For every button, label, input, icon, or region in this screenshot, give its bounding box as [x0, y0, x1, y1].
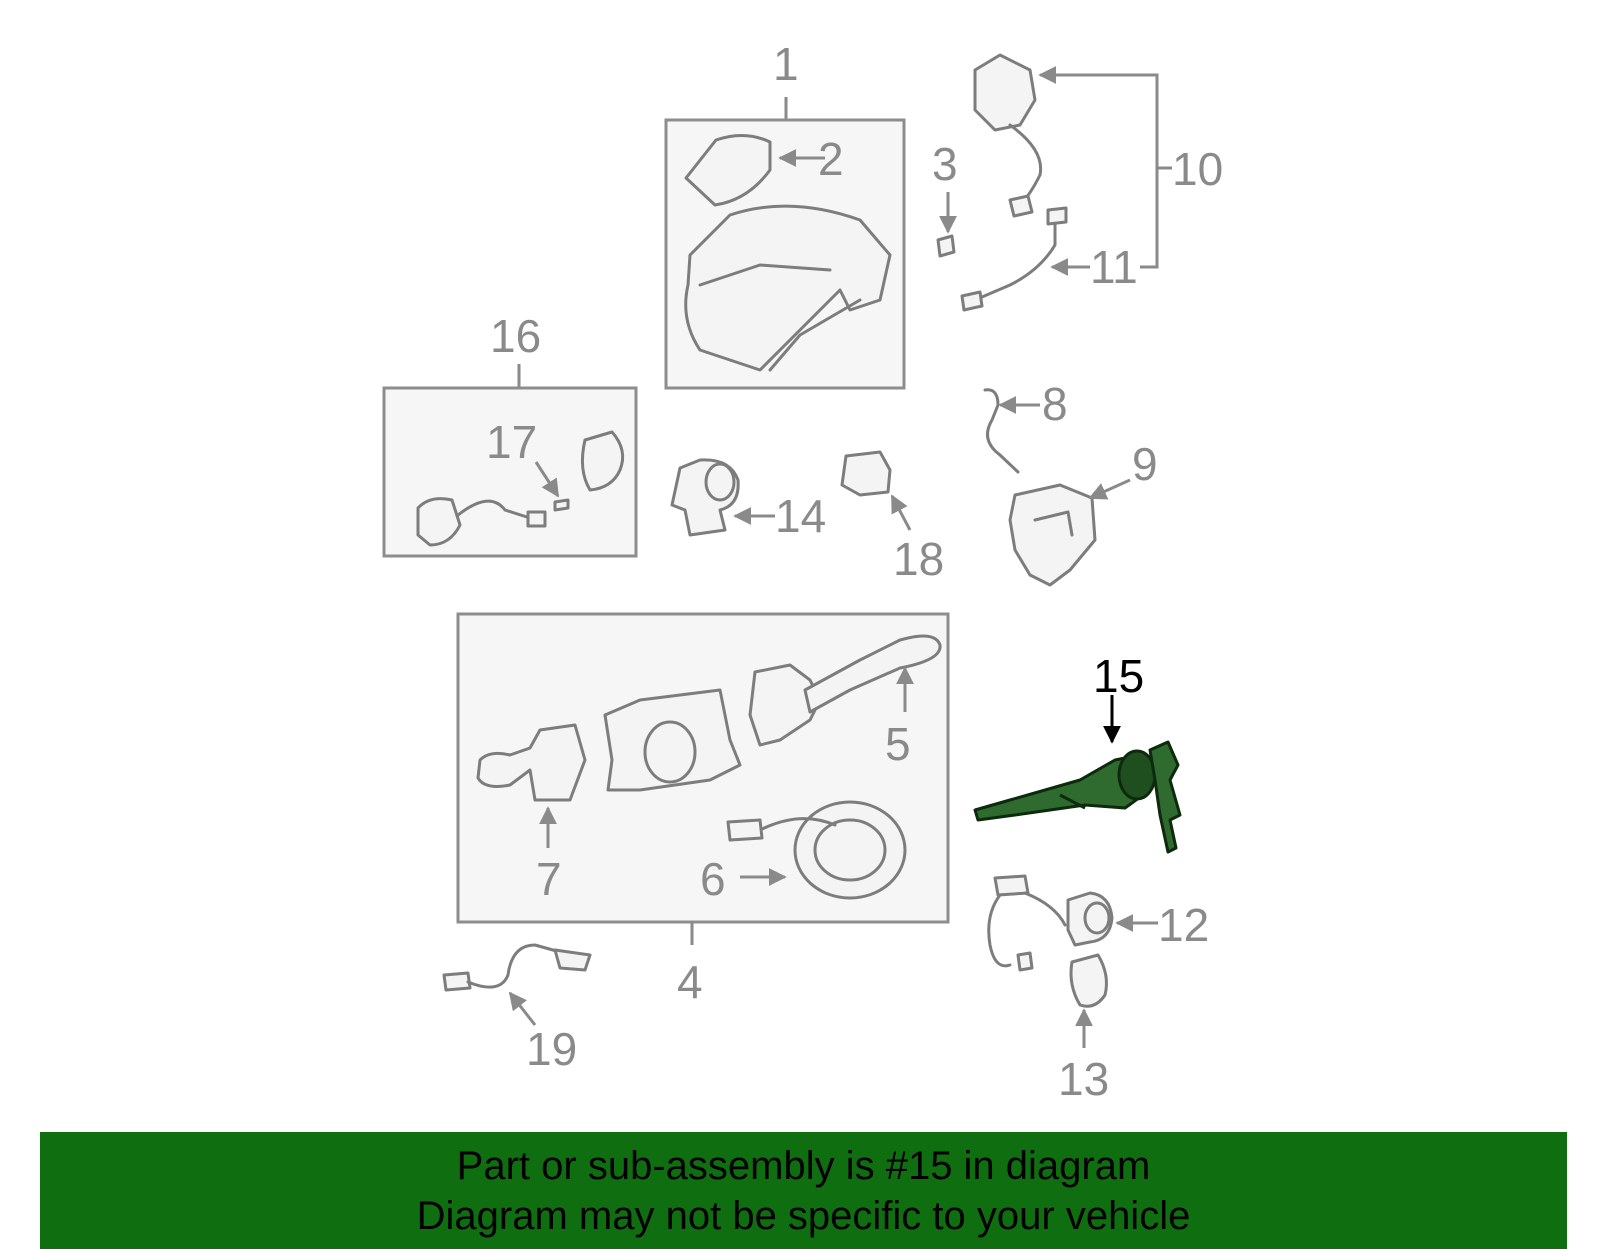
callout-13: 13 [1058, 1053, 1109, 1105]
part-18-group [840, 450, 912, 531]
combination-switch-group [456, 612, 950, 945]
part-19-connector [442, 971, 472, 992]
part-16-wire [456, 499, 532, 520]
part-7-switch [476, 723, 587, 802]
callout-11: 11 [1090, 241, 1138, 293]
part-12-wire [987, 891, 1067, 968]
part-10-wire [1008, 123, 1043, 207]
part-9-lock [1008, 483, 1097, 587]
part-12-connector [993, 874, 1030, 897]
part-12-13-group [987, 874, 1158, 1048]
part-8-9-group [983, 388, 1131, 587]
part-19-group [442, 943, 592, 1026]
callout-2: 2 [818, 133, 844, 185]
callout-1: 1 [773, 38, 799, 90]
part-5-switch-body [748, 663, 822, 747]
part-16-group [382, 364, 638, 558]
part-15-cylinder-face [1117, 749, 1157, 801]
part-9-detail [1033, 510, 1074, 537]
leader-17 [534, 461, 560, 498]
callout-10: 10 [1172, 143, 1223, 195]
part-15-ignition-lock [973, 695, 1182, 854]
part-16-sensor [416, 497, 462, 547]
part-3-group [936, 192, 957, 258]
callout-4: 4 [677, 956, 703, 1008]
callout-7: 7 [536, 853, 562, 905]
leader-9 [1088, 478, 1131, 500]
part-11-wire [973, 213, 1057, 302]
part-6-inner [813, 818, 887, 882]
part-14-ring [704, 462, 736, 502]
callout-16: 16 [490, 310, 541, 362]
leader-19 [508, 991, 537, 1026]
callout-15: 15 [1093, 650, 1144, 702]
banner-line-disclaimer: Diagram may not be specific to your vehi… [416, 1193, 1191, 1238]
part-16-connector [526, 510, 547, 528]
column-cover-group [664, 97, 906, 390]
part-15-detail [1059, 793, 1086, 810]
part-16-cover [580, 430, 625, 492]
part-15-key [1148, 740, 1182, 854]
callout-6: 6 [700, 853, 726, 905]
part-14-group [670, 458, 775, 537]
part-12-ring [1083, 901, 1111, 935]
part-1-column-cover [684, 204, 892, 372]
callout-17: 17 [486, 416, 537, 468]
part-18-clip [840, 450, 892, 497]
part-10-11-group [960, 53, 1172, 312]
callout-8: 8 [1042, 378, 1068, 430]
callout-9: 9 [1132, 438, 1158, 490]
callout-5: 5 [885, 718, 911, 770]
part-1-cover-detail [698, 263, 862, 372]
part-8-cable [983, 388, 1020, 474]
part-19-wire [466, 943, 562, 989]
part-4-ring [643, 720, 697, 784]
part-2-cover [684, 134, 772, 207]
callout-14: 14 [775, 490, 826, 542]
part-3-clip [936, 234, 956, 258]
callout-19: 19 [526, 1023, 577, 1075]
leader-18 [890, 494, 912, 531]
part-11-connector-end [960, 290, 984, 312]
callout-3: 3 [932, 138, 958, 190]
part-17-clip [553, 498, 570, 512]
banner-line-part: Part or sub-assembly is #15 in diagram [456, 1143, 1151, 1188]
part-10-connector [1008, 194, 1034, 218]
part-13-bezel [1069, 953, 1108, 1008]
part-12-plug [1016, 951, 1034, 972]
part-19-sensor [553, 948, 592, 972]
callout-18: 18 [893, 533, 944, 585]
part-10-switch [973, 53, 1037, 132]
info-banner: Part or sub-assembly is #15 in diagram D… [40, 1132, 1567, 1249]
part-11-connector-top [1046, 206, 1068, 226]
callout-12: 12 [1158, 899, 1209, 951]
bracket-10 [1045, 73, 1159, 269]
part-6-wire [758, 817, 837, 832]
part-6-connector [726, 818, 764, 842]
